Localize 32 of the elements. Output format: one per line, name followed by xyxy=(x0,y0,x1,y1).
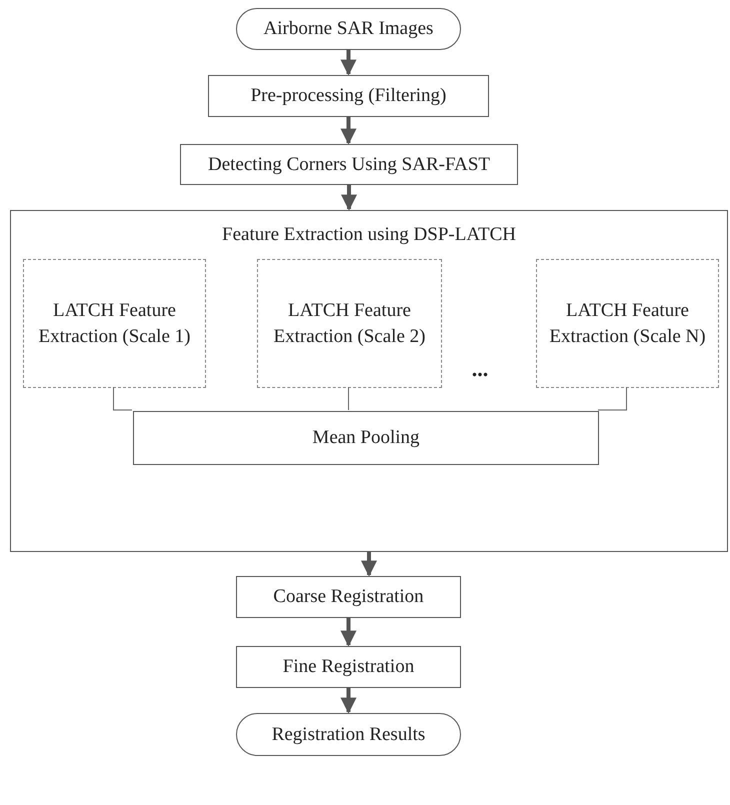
arrow xyxy=(340,50,356,76)
box-text: Mean Pooling xyxy=(311,426,421,450)
box-text: LATCH Feature Extraction (Scale 2) xyxy=(272,298,426,348)
connector-line xyxy=(348,386,349,410)
box-text: Registration Results xyxy=(270,722,426,747)
arrow xyxy=(340,618,356,647)
process-box xyxy=(208,75,489,117)
group-title: Feature Extraction using DSP-LATCH xyxy=(221,223,517,247)
box-text: LATCH Feature Extraction (Scale 1) xyxy=(38,298,192,348)
box-text: Pre-processing (Filtering) xyxy=(250,84,448,108)
connector-line xyxy=(598,386,627,410)
box-text: Detecting Corners Using SAR-FAST xyxy=(207,152,491,177)
box-text: Coarse Registration xyxy=(272,585,425,610)
process-box xyxy=(236,646,461,688)
arrow xyxy=(340,117,356,145)
process-box xyxy=(180,144,518,185)
arrow xyxy=(340,688,356,714)
dashed-process-box xyxy=(257,259,442,388)
connector-line xyxy=(113,386,132,410)
terminal-box xyxy=(236,8,461,50)
dashed-process-box xyxy=(536,259,719,388)
box-text: Airborne SAR Images xyxy=(262,17,434,42)
dashed-process-box xyxy=(23,259,206,388)
box-text: Fine Registration xyxy=(282,655,416,680)
arrow xyxy=(361,552,377,577)
process-box xyxy=(236,576,461,618)
box-text: LATCH Feature Extraction (Scale N) xyxy=(548,298,707,348)
ellipsis-label: ... xyxy=(470,355,490,383)
arrow xyxy=(341,185,357,211)
terminal-box xyxy=(236,713,461,756)
process-box xyxy=(133,411,599,465)
group-box xyxy=(10,210,728,552)
